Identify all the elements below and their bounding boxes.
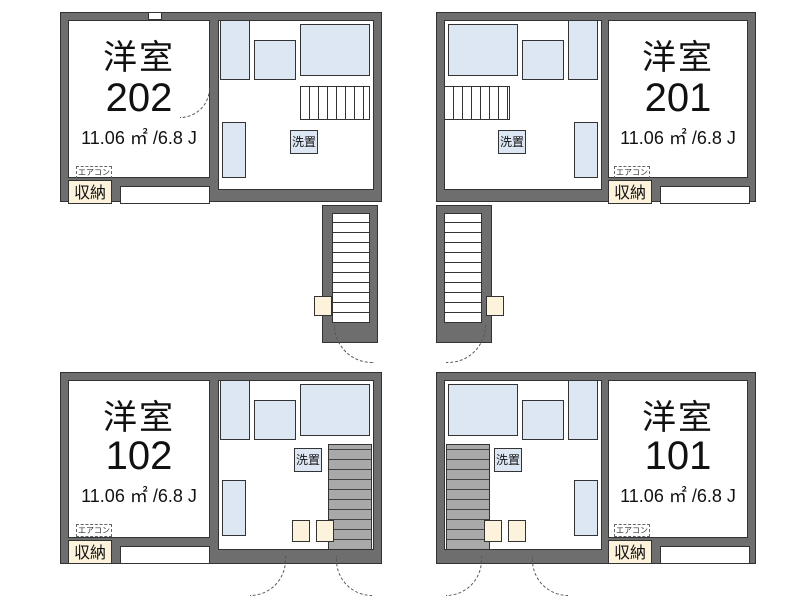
unit-101-storage: 収納	[608, 540, 652, 564]
unit-202-balcony	[120, 186, 210, 204]
unit-202-area: 11.06 ㎡ /6.8 J	[81, 128, 197, 148]
unit-102-laundry-space: 洗置	[294, 448, 322, 472]
left-tower-door-arc	[334, 325, 374, 363]
unit-202-room-type: 洋室	[103, 38, 175, 78]
unit-102-storage: 収納	[68, 540, 112, 564]
unit-202-laundry-space: 洗置	[290, 130, 318, 154]
right-stair-tower-storage	[486, 296, 504, 316]
unit-102-entry-storage-b	[316, 520, 334, 542]
unit-102-balcony	[120, 546, 210, 564]
unit-202-stairs	[300, 86, 370, 120]
unit-201-laundry-space: 洗置	[498, 130, 526, 154]
unit-101-room-type: 洋室	[642, 398, 714, 438]
unit-102-second-door-arc	[336, 556, 372, 596]
unit-202-kitchen-sink	[222, 122, 246, 178]
unit-102-entry-door-arc	[250, 556, 286, 596]
unit-101-entry-storage-a	[484, 520, 502, 542]
right-tower-door-arc	[446, 325, 486, 363]
unit-102-bathtub	[300, 384, 370, 436]
unit-102-room-type: 洋室	[103, 398, 175, 438]
unit-101-number: 101	[644, 434, 712, 478]
unit-102-washbasin	[254, 400, 296, 440]
unit-102-entry-storage-a	[292, 520, 310, 542]
unit-201-storage: 収納	[608, 180, 652, 204]
unit-101-aircon-label: エアコン	[614, 524, 650, 537]
unit-201-washbasin	[522, 40, 564, 80]
unit-102-western-room	[68, 380, 210, 538]
unit-201-western-room	[608, 20, 748, 178]
unit-102-toilet	[220, 380, 250, 440]
right-stair-tower-stairs	[444, 213, 482, 323]
unit-202-storage: 収納	[68, 180, 112, 204]
unit-202-toilet	[220, 20, 250, 80]
unit-101-toilet	[568, 380, 598, 440]
unit-102-kitchen-sink	[222, 480, 246, 536]
unit-202-bathtub	[300, 24, 370, 76]
unit-101-entry-door-arc	[446, 556, 482, 596]
unit-201-kitchen-sink	[574, 122, 598, 178]
unit-202-number: 202	[105, 76, 173, 120]
unit-101-kitchen-sink	[574, 480, 598, 536]
unit-101-western-room	[608, 380, 748, 538]
unit-101-balcony	[660, 546, 750, 564]
unit-102-area: 11.06 ㎡ /6.8 J	[81, 486, 197, 506]
unit-101-stairs	[446, 444, 490, 550]
unit-202-aircon-label: エアコン	[76, 166, 112, 179]
unit-201-bathtub	[448, 24, 518, 76]
unit-102-aircon-label: エアコン	[76, 524, 112, 537]
unit-101-bathtub	[448, 384, 518, 436]
unit-201-stairs	[444, 86, 510, 120]
unit-201-room-type: 洋室	[642, 38, 714, 78]
unit-101-washbasin	[522, 400, 564, 440]
unit-201-area: 11.06 ㎡ /6.8 J	[620, 128, 736, 148]
unit-202-top-window	[148, 12, 162, 20]
unit-201-toilet	[568, 20, 598, 80]
unit-102-stairs	[328, 444, 372, 550]
unit-202-washbasin	[254, 40, 296, 80]
unit-101-area: 11.06 ㎡ /6.8 J	[620, 486, 736, 506]
left-stair-tower-stairs	[332, 213, 370, 323]
left-stair-tower-storage	[314, 296, 332, 316]
unit-102-number: 102	[105, 434, 173, 478]
unit-101-entry-storage-b	[508, 520, 526, 542]
unit-201-aircon-label: エアコン	[614, 166, 650, 179]
unit-101-second-door-arc	[532, 556, 568, 596]
unit-201-number: 201	[644, 76, 712, 120]
unit-201-balcony	[660, 186, 750, 204]
unit-101-laundry-space: 洗置	[494, 448, 522, 472]
